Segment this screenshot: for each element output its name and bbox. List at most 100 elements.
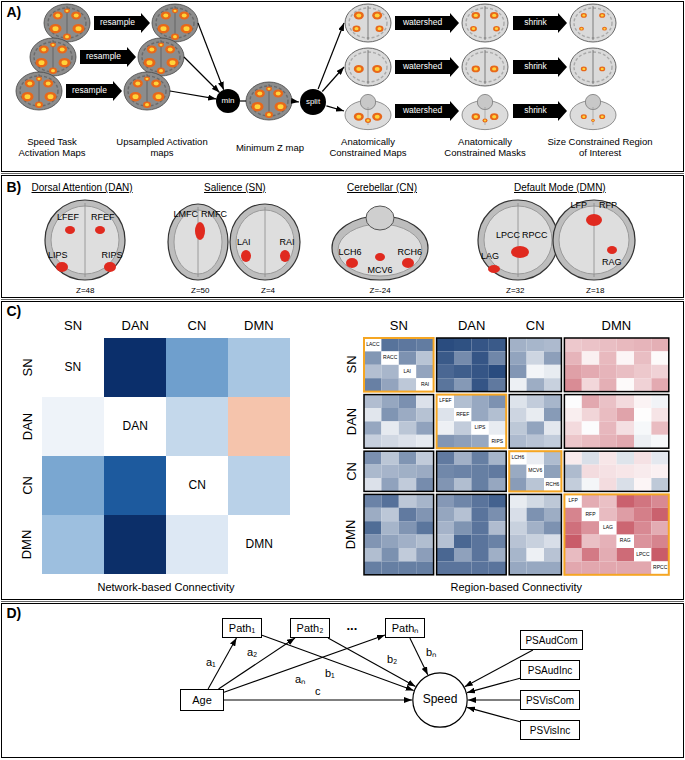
matrix-cell: [582, 561, 599, 574]
path-arrow: [467, 707, 520, 721]
block-outline: [437, 494, 507, 574]
matrix-cell: [489, 494, 506, 507]
illustration: [492, 67, 496, 70]
panel-frame: [2, 176, 684, 298]
matrix-cell: [651, 548, 668, 561]
matrix-cell: [599, 561, 616, 574]
brain-map: [570, 48, 616, 86]
illustration: [36, 76, 42, 81]
node-text: min: [222, 97, 235, 106]
matrix-cell: [489, 561, 506, 574]
illustration: [582, 14, 585, 16]
matrix-cell: [651, 465, 668, 478]
path-coefficient: a₂: [246, 646, 258, 659]
matrix-cell: [489, 435, 506, 448]
region-label: LAG: [481, 251, 499, 261]
matrix-cell: [166, 456, 228, 515]
illustration: [39, 60, 45, 65]
matrix-cell: [599, 451, 616, 464]
matrix-cell: [471, 435, 488, 448]
flow-line: [318, 23, 344, 89]
illustration: [586, 214, 602, 226]
matrix-cell: [599, 465, 616, 478]
matrix-cell: [228, 456, 290, 515]
variable-box: Path₂: [290, 618, 330, 638]
matrix-cell: [509, 408, 526, 421]
matrix-cell: [599, 521, 616, 534]
illustration: [246, 82, 292, 120]
illustration: [365, 118, 371, 123]
brain-slice: [478, 200, 558, 280]
block-outline: [437, 338, 507, 392]
illustration: [495, 27, 498, 30]
illustration: [485, 50, 486, 84]
illustration: [266, 86, 272, 91]
variable-box: PSAudInc: [520, 660, 580, 680]
matrix-cell: [399, 408, 416, 421]
path-coefficient: c: [314, 685, 322, 698]
flow-line: [326, 106, 344, 111]
matrix-cell: [509, 535, 526, 548]
matrix-cell: [416, 351, 433, 364]
network-title: Dorsal Attention (DAN): [32, 182, 133, 194]
matrix-cell: [582, 408, 599, 421]
node-text: PSVisInc: [530, 725, 570, 736]
variable-box: Path₁: [222, 618, 262, 638]
matrix-cell: [634, 465, 651, 478]
illustration: [413, 673, 467, 727]
matrix-cell: [437, 408, 454, 421]
matrix-cell: [634, 378, 651, 391]
matrix-cell: [564, 338, 581, 351]
illustration: [375, 115, 380, 119]
illustration: [85, 203, 86, 277]
illustration: [50, 42, 56, 47]
illustration: [195, 222, 205, 240]
matrix-cell: [527, 494, 544, 507]
matrix-cell: [599, 508, 616, 521]
path-coefficient: b₂: [386, 653, 398, 666]
brain-map: [345, 94, 391, 129]
illustration: [378, 27, 382, 30]
matrix-cell: [471, 478, 488, 491]
matrix-cell: [509, 421, 526, 434]
illustration: [255, 104, 261, 109]
region-label: RPCC: [522, 230, 548, 240]
region-cell-label: LFP: [569, 498, 578, 504]
matrix-row-header: DAN: [21, 413, 36, 440]
matrix-cell: [599, 494, 616, 507]
matrix-cell: [564, 548, 581, 561]
matrix-cell: [509, 561, 526, 574]
matrix-cell: [399, 521, 416, 534]
illustration: [492, 115, 496, 118]
matrix-cell: [582, 521, 599, 534]
matrix-cell: [454, 421, 471, 434]
illustration: [366, 206, 394, 230]
illustration: [95, 226, 105, 234]
illustration: [22, 92, 34, 102]
matrix-cell: [599, 351, 616, 364]
illustration: [355, 27, 359, 30]
matrix-cell: [617, 451, 634, 464]
illustration: [163, 13, 168, 17]
panel-divider: [1, 299, 684, 300]
region-label: RMFC: [201, 209, 227, 219]
block-outline: [509, 451, 561, 491]
matrix-cell: [471, 451, 488, 464]
illustration: [66, 81, 122, 101]
matrix-cell: [651, 535, 668, 548]
region-label: LFP: [571, 200, 588, 210]
illustration: [158, 42, 164, 47]
slice-label: Z=32: [506, 286, 524, 295]
illustration: [152, 4, 198, 42]
matrix-cell: [437, 421, 454, 434]
brain-map: [345, 48, 391, 86]
matrix-cell: [651, 351, 668, 364]
matrix-cell: [489, 478, 506, 491]
matrix-cell: [617, 494, 634, 507]
matrix-cell: [399, 421, 416, 434]
illustration: [48, 94, 54, 99]
region-label: LPCC: [496, 230, 520, 240]
illustration: [579, 27, 584, 31]
matrix-cell: [454, 535, 471, 548]
